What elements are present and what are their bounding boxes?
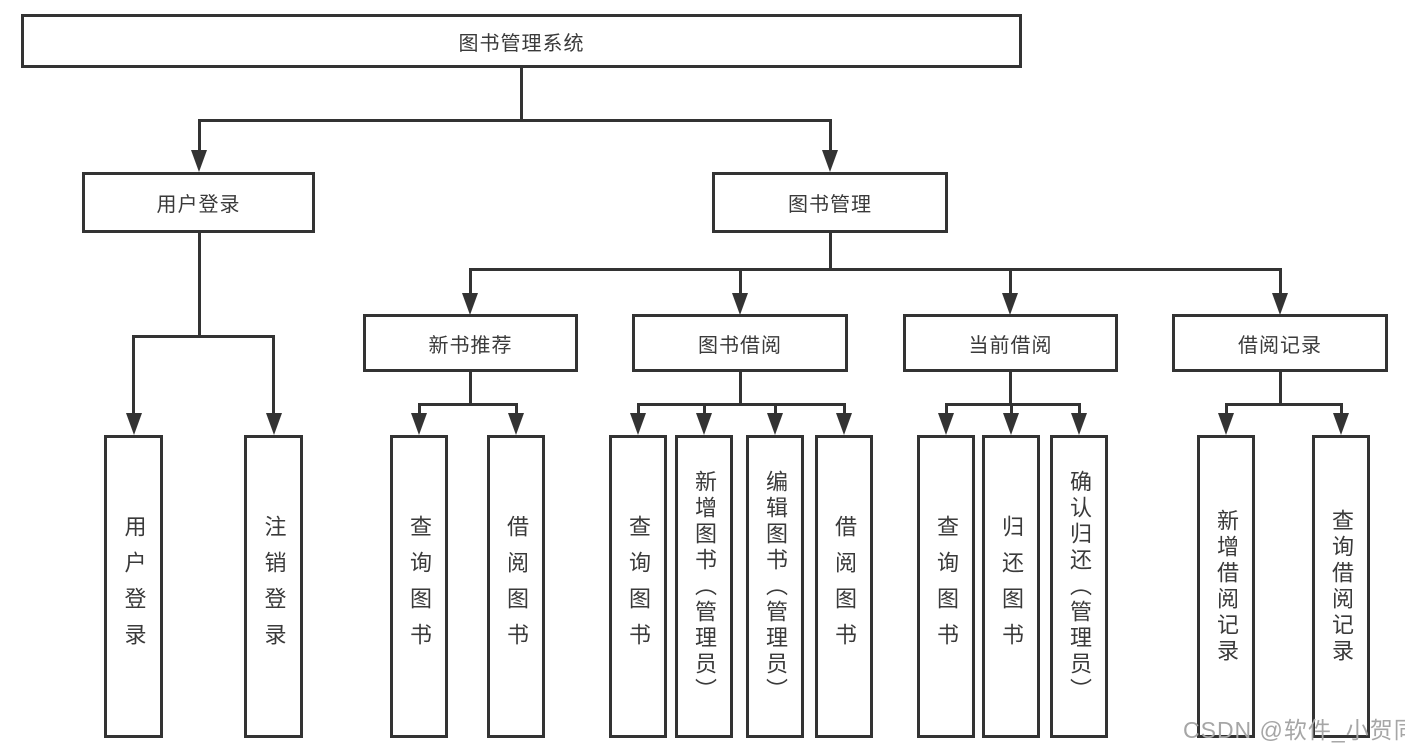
connector-borrow-records-stem: [1278, 372, 1282, 406]
connector-to-borrow-records: [1278, 268, 1282, 296]
connector-root-rail: [197, 119, 832, 122]
arrow-down-icon: [508, 413, 524, 435]
node-book-borrow: 图书借阅: [632, 314, 848, 372]
connector-root-stem: [519, 68, 523, 121]
connector-to-user-login: [197, 119, 201, 154]
arrow-down-icon: [125, 413, 142, 435]
leaf-nb-borrow-books: 借阅图书: [487, 435, 545, 738]
leaf-logout: 注销登录: [244, 435, 303, 738]
connector-current-borrow-stem: [1008, 372, 1012, 406]
connector-user-login-stem: [197, 232, 201, 338]
connector-new-book-rail: [417, 403, 518, 406]
connector-user-login-rail: [132, 335, 275, 338]
leaf-cb-confirm-return-admin: 确认归还（管理员）: [1050, 435, 1108, 738]
leaf-nb-query-books: 查询图书: [390, 435, 448, 738]
arrow-down-icon: [696, 413, 712, 435]
connector-book-management-rail: [468, 268, 1282, 271]
connector-leaf: [1224, 403, 1228, 417]
connector-leaf: [636, 403, 640, 417]
connector-leaf: [1009, 403, 1013, 417]
connector-new-book-stem: [468, 372, 472, 406]
node-new-book-recommend: 新书推荐: [363, 314, 578, 372]
arrow-down-icon: [732, 293, 748, 315]
connector-leaf: [417, 403, 421, 417]
leaf-user-login: 用户登录: [104, 435, 163, 738]
connector-book-borrow-rail: [636, 403, 846, 406]
node-current-borrow: 当前借阅: [903, 314, 1118, 372]
connector-leaf: [1077, 403, 1081, 417]
connector-book-borrow-stem: [738, 372, 742, 406]
node-book-management: 图书管理: [712, 172, 948, 233]
arrow-down-icon: [1218, 413, 1234, 435]
watermark: CSDN @软件_小贺同学: [1183, 717, 1405, 743]
arrow-down-icon: [191, 150, 207, 172]
leaf-cb-query-books: 查询图书: [917, 435, 975, 738]
arrow-down-icon: [1333, 413, 1349, 435]
connector-current-borrow-rail: [944, 403, 1081, 406]
node-borrow-records: 借阅记录: [1172, 314, 1388, 372]
arrow-down-icon: [630, 413, 646, 435]
arrow-down-icon: [836, 413, 852, 435]
leaf-cb-return-books: 归还图书: [982, 435, 1040, 738]
leaf-bb-query-books: 查询图书: [609, 435, 667, 738]
connector-to-book-borrow: [738, 268, 742, 296]
connector-borrow-records-rail: [1224, 403, 1343, 406]
connector-leaf: [1339, 403, 1343, 417]
arrow-down-icon: [1002, 293, 1018, 315]
connector-book-management-stem: [828, 232, 832, 271]
arrow-down-icon: [938, 413, 954, 435]
arrow-down-icon: [822, 150, 838, 172]
arrow-down-icon: [1272, 293, 1288, 315]
arrow-down-icon: [1003, 413, 1019, 435]
connector-leaf: [944, 403, 948, 417]
leaf-br-add-record: 新增借阅记录: [1197, 435, 1255, 738]
connector-to-current-borrow: [1008, 268, 1012, 296]
connector-leaf: [702, 403, 706, 417]
leaf-br-query-record: 查询借阅记录: [1312, 435, 1370, 738]
arrow-down-icon: [411, 413, 427, 435]
node-root: 图书管理系统: [21, 14, 1022, 68]
arrow-down-icon: [265, 413, 282, 435]
connector-to-leaf-logout: [272, 335, 275, 415]
node-user-login: 用户登录: [82, 172, 315, 233]
connector-to-book-management: [828, 119, 832, 154]
connector-leaf: [842, 403, 846, 417]
arrow-down-icon: [1071, 413, 1087, 435]
arrow-down-icon: [462, 293, 478, 315]
leaf-bb-borrow-books: 借阅图书: [815, 435, 873, 738]
connector-to-leaf-user-login: [132, 335, 135, 415]
connector-leaf: [773, 403, 777, 417]
leaf-bb-add-books-admin: 新增图书（管理员）: [675, 435, 733, 738]
arrow-down-icon: [767, 413, 783, 435]
connector-to-new-book: [468, 268, 472, 296]
connector-leaf: [514, 403, 518, 417]
leaf-bb-edit-books-admin: 编辑图书（管理员）: [746, 435, 804, 738]
